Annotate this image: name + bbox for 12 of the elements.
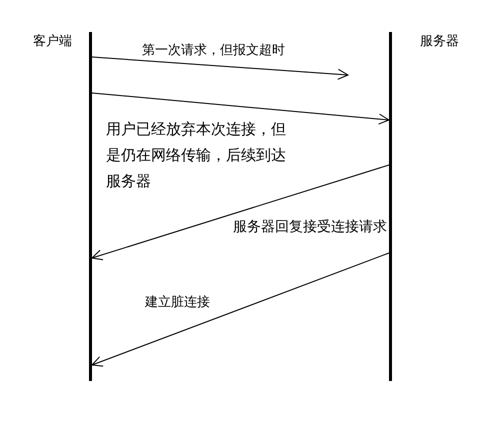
lifeline-title: 客户端 [33, 33, 72, 50]
note: 第一次请求，但报文超时 [142, 42, 286, 60]
note: 建立脏连接 [145, 294, 211, 312]
note: 用户已经放弃本次连接，但是仍在网络传输，后续到达服务器 [106, 119, 287, 192]
arrow [92, 164, 390, 260]
arrow [92, 56, 348, 80]
lifeline [33, 32, 92, 381]
lifeline-title: 服务器 [420, 33, 459, 50]
lifeline [389, 32, 459, 381]
note: 服务器回复接受连接请求 [233, 218, 388, 236]
arrow [92, 252, 390, 367]
arrow [92, 92, 390, 125]
